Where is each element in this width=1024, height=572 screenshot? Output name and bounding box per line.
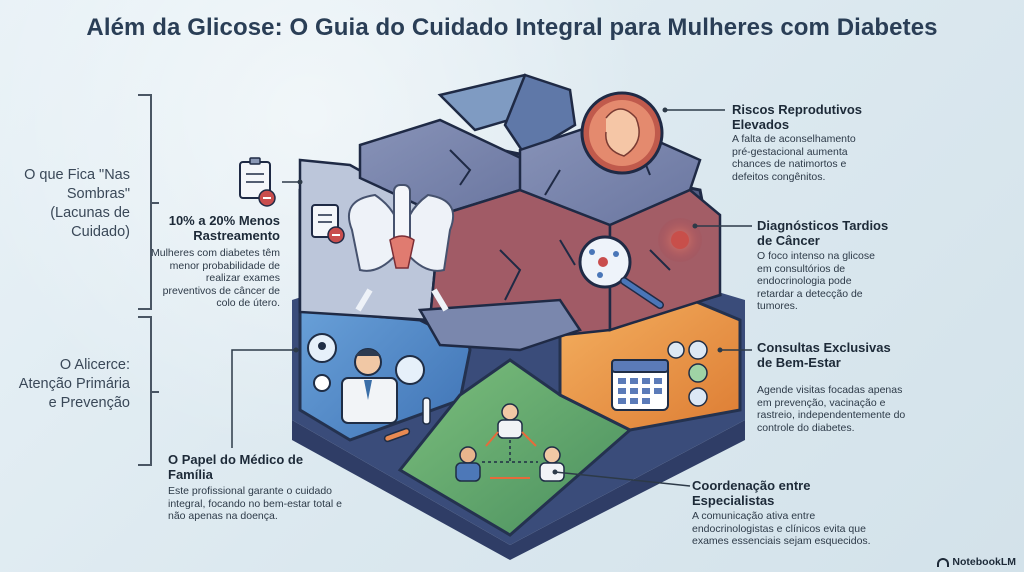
brand-badge: NotebookLM xyxy=(937,556,1016,568)
checklist-icon xyxy=(239,157,276,207)
magnifier-icon xyxy=(578,235,664,309)
brand-label: NotebookLM xyxy=(952,556,1016,568)
pelvis-illustration xyxy=(347,184,455,312)
annotation-family-doctor-title: O Papel do Médico de Família xyxy=(168,452,304,482)
section-label-gaps: O que Fica "Nas Sombras" (Lacunas de Cui… xyxy=(24,167,130,240)
annotation-wellness-desc: Agende visitas focadas apenas em prevenç… xyxy=(757,384,906,434)
annotation-screening-title: 10% a 20% Menos Rastreamento xyxy=(168,213,280,243)
annotation-cancer-title: Diagnósticos Tardios de Câncer xyxy=(757,218,889,248)
annotation-reproductive-desc: A falta de aconselhamento pré-gestaciona… xyxy=(732,133,856,183)
annotation-reproductive-title: Riscos Reprodutivos Elevados xyxy=(732,102,863,132)
annotation-screening-desc: Mulheres com diabetes têm menor probabil… xyxy=(151,247,280,309)
annotation-coordination-desc: A comunicação ativa entre endocrinologis… xyxy=(692,510,871,547)
annotation-wellness-title: Consultas Exclusivas de Bem-Estar xyxy=(757,340,891,370)
bracket-foundation xyxy=(138,316,159,466)
section-label-foundation: O Alicerce: Atenção Primária e Prevenção xyxy=(18,357,130,411)
annotation-cancer-desc: O foco intenso na glicose em consultório… xyxy=(757,250,875,312)
cracked-stone-layer xyxy=(298,73,722,352)
family-doctor-illustration xyxy=(307,333,431,443)
calendar-illustration xyxy=(611,340,708,411)
page-title: Além da Glicose: O Guia do Cuidado Integ… xyxy=(86,14,938,41)
bracket-gaps xyxy=(138,94,159,310)
annotation-coordination-title: Coordenação entre Especialistas xyxy=(692,478,811,508)
specialist-team-illustration xyxy=(455,403,565,482)
clipboard-icon xyxy=(311,204,345,244)
annotation-family-doctor-desc: Este profissional garante o cuidado inte… xyxy=(168,485,342,522)
notebooklm-icon xyxy=(937,557,950,567)
fetus-illustration xyxy=(580,91,664,175)
